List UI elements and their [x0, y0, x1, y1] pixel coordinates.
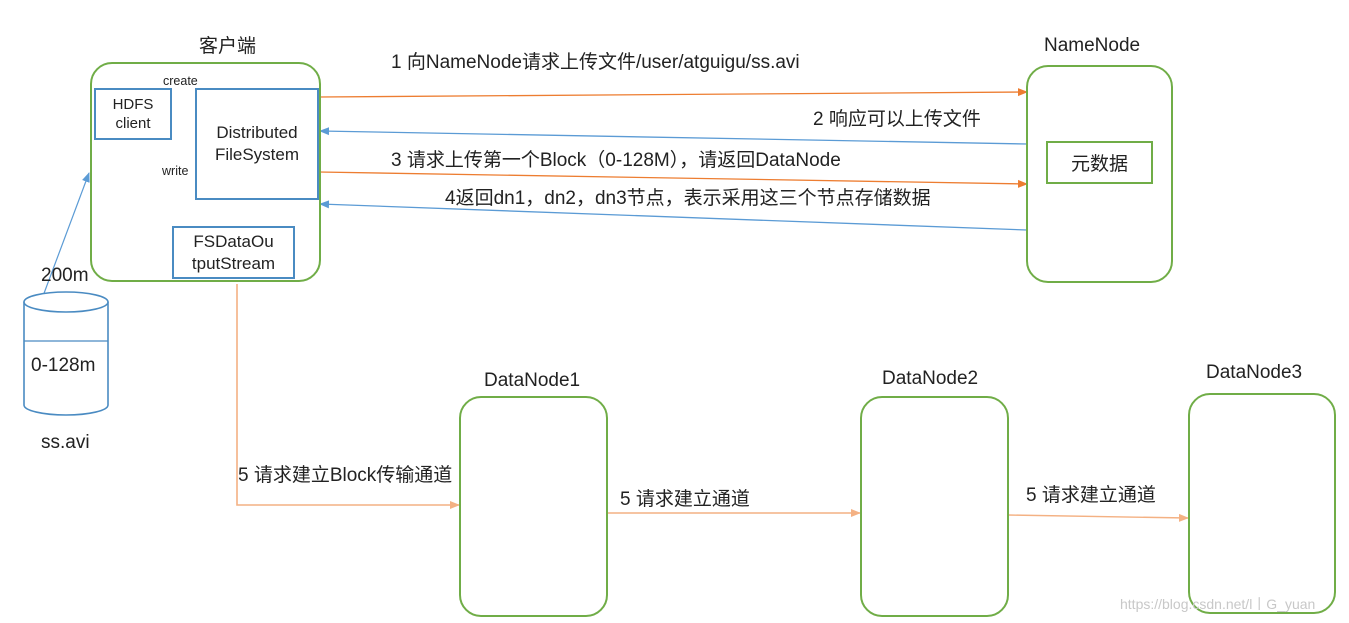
step5c-label: 5 请求建立通道 — [1026, 485, 1156, 506]
datanode3-node — [1188, 393, 1336, 614]
datanode1-node — [459, 396, 608, 617]
fs-data-output-stream-box: FSDataOu tputStream — [172, 226, 295, 279]
datanode2-title: DataNode2 — [882, 368, 979, 389]
file-cylinder — [23, 291, 109, 416]
step2-label: 2 响应可以上传文件 — [813, 109, 981, 130]
step1-label: 1 向NameNode请求上传文件/user/atguigu/ss.avi — [391, 52, 800, 73]
watermark-text: https://blog.csdn.net/l丨G_yuan — [1120, 596, 1316, 612]
file-size-label: 200m — [41, 265, 89, 286]
step3-label: 3 请求上传第一个Block（0-128M），请返回DataNode — [391, 150, 841, 171]
arrow-file-to-client — [42, 172, 90, 297]
step5a-label: 5 请求建立Block传输通道 — [238, 465, 453, 486]
distributed-filesystem-box: Distributed FileSystem — [195, 88, 319, 200]
step5b-label: 5 请求建立通道 — [620, 489, 750, 510]
arrow-step4 — [319, 200, 1028, 231]
datanode2-node — [860, 396, 1009, 617]
hdfs-client-box: HDFS client — [94, 88, 172, 140]
client-title: 客户端 — [199, 36, 257, 57]
datanode3-title: DataNode3 — [1206, 362, 1303, 383]
create-label: create — [163, 74, 198, 88]
write-label: write — [162, 164, 189, 178]
datanode1-title: DataNode1 — [484, 370, 581, 391]
arrow-step5c — [1007, 513, 1189, 522]
file-block-label: 0-128m — [31, 355, 96, 376]
arrow-step1 — [318, 88, 1028, 98]
metadata-box: 元数据 — [1046, 141, 1153, 184]
namenode-title: NameNode — [1044, 35, 1141, 56]
arrow-step3 — [318, 171, 1028, 188]
arrow-step2 — [319, 127, 1028, 145]
file-name: ss.avi — [41, 432, 90, 453]
step4-label: 4返回dn1，dn2，dn3节点，表示采用这三个节点存储数据 — [445, 188, 931, 209]
arrow-step5a — [236, 284, 460, 509]
